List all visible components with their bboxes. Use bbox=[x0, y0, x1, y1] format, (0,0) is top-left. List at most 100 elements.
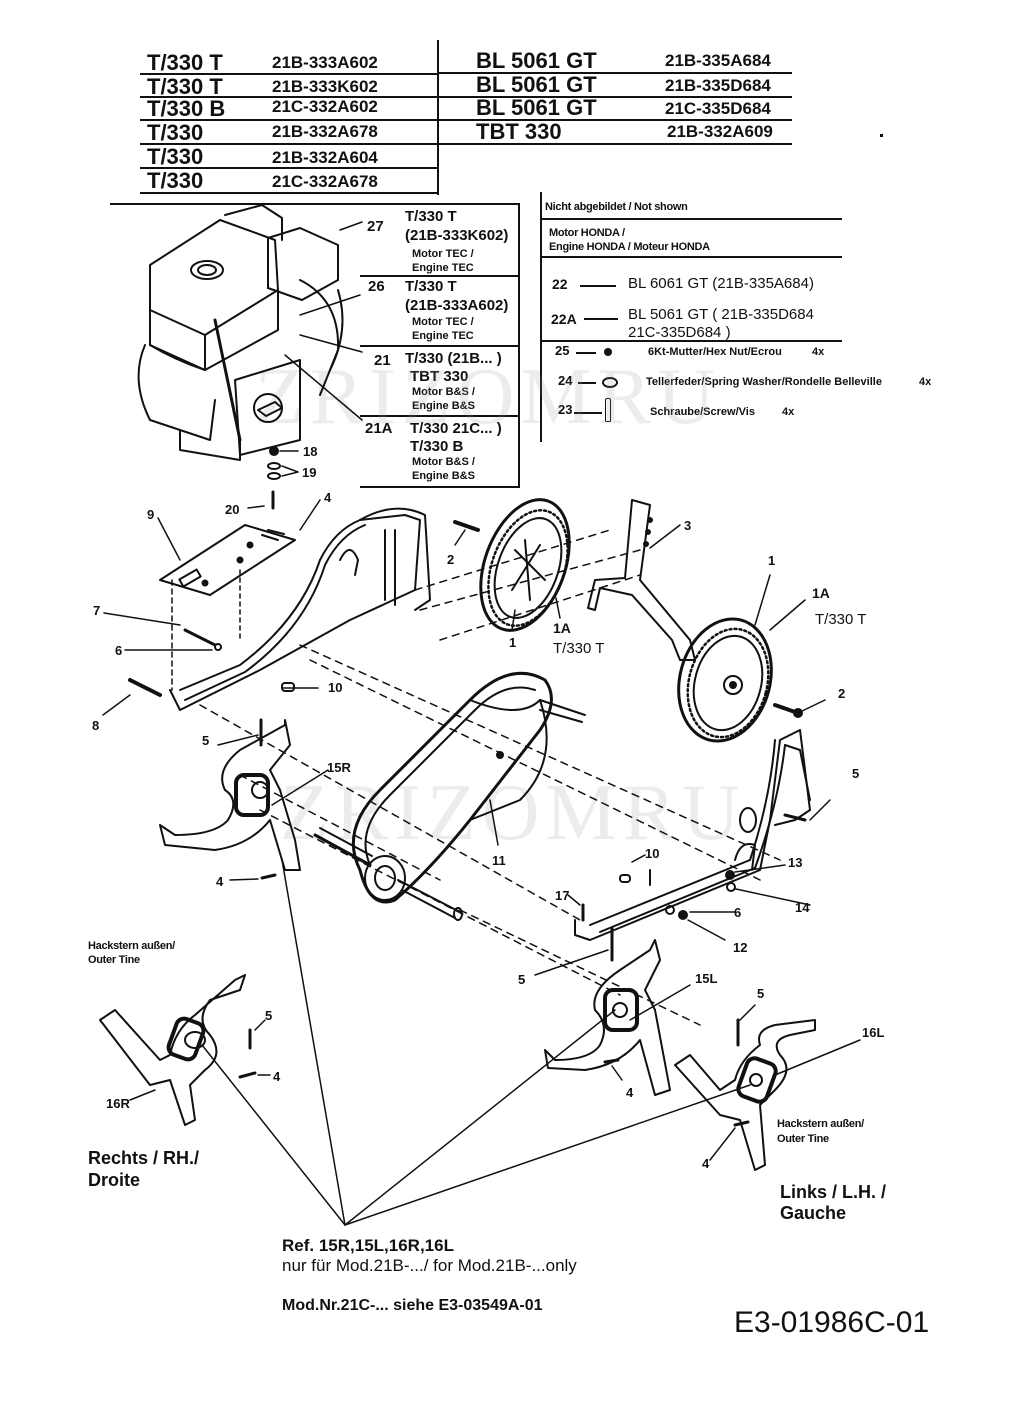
reference-note: Ref. 15R,15L,16R,16L bbox=[282, 1236, 454, 1255]
watermark: ZRIZOMRU bbox=[280, 769, 746, 857]
right-outer-tine-16r-drawing bbox=[99, 974, 271, 1126]
variant-label: T/330 T bbox=[553, 640, 605, 657]
table-rule bbox=[140, 192, 437, 194]
hardware-qty: 4x bbox=[919, 376, 932, 388]
item-ref: 22 bbox=[552, 276, 568, 292]
document-number: E3-01986C-01 bbox=[734, 1306, 930, 1339]
table-rule bbox=[437, 143, 792, 145]
not-shown-rule bbox=[540, 218, 842, 220]
callout-15l: 15L bbox=[695, 971, 718, 986]
alignment-lines bbox=[199, 529, 781, 1026]
model-code: 21B-335A684 bbox=[665, 51, 771, 70]
engine-table-rule bbox=[360, 345, 520, 347]
engine-model-code: T/330 B bbox=[410, 438, 464, 455]
model-name: T/330 bbox=[147, 120, 204, 145]
honda-engine-label: Engine HONDA / Moteur HONDA bbox=[549, 241, 710, 253]
engine-type: Engine B&S bbox=[412, 400, 475, 412]
engine-ref: 21A bbox=[365, 420, 393, 437]
callout-10: 10 bbox=[328, 680, 343, 695]
callout-8: 8 bbox=[92, 718, 100, 733]
leader-line bbox=[574, 412, 602, 414]
callout-5: 5 bbox=[757, 986, 765, 1001]
engine-model: T/330 (21B... ) bbox=[405, 350, 502, 367]
engine-model: T/330 T bbox=[405, 278, 457, 295]
callout-10: 10 bbox=[645, 846, 660, 861]
callout-4: 4 bbox=[626, 1085, 634, 1100]
engine-hardware bbox=[247, 446, 299, 510]
engine-ref: 26 bbox=[368, 278, 385, 295]
item-text: BL 6061 GT (21B-335A684) bbox=[628, 275, 814, 292]
outer-tine-label: Outer Tine bbox=[777, 1133, 829, 1145]
engine-model-code: (21B-333K602) bbox=[405, 227, 509, 244]
outer-tine-label: Outer Tine bbox=[88, 954, 140, 966]
callout-1: 1 bbox=[768, 553, 776, 568]
callout-13: 13 bbox=[788, 855, 803, 870]
engine-type: Motor B&S / bbox=[412, 456, 475, 468]
engine-model: T/330 T bbox=[405, 208, 457, 225]
engine-table-rule bbox=[110, 203, 520, 205]
leader-line bbox=[584, 318, 618, 320]
hardware-qty: 4x bbox=[812, 346, 825, 358]
variant-label: T/330 T bbox=[815, 611, 867, 628]
leader-line bbox=[578, 382, 596, 384]
callout-17: 17 bbox=[555, 888, 570, 903]
left-outer-tine-16l-drawing bbox=[674, 1004, 861, 1171]
table-rule bbox=[437, 119, 792, 121]
right-tine-15r-drawing bbox=[159, 718, 329, 881]
outer-tine-label: Hackstern außen/ bbox=[777, 1118, 864, 1130]
callout-14: 14 bbox=[795, 900, 810, 915]
spring-washer-icon bbox=[602, 377, 618, 388]
reference-leader-lines bbox=[201, 859, 751, 1226]
engine-ref: 21 bbox=[374, 352, 391, 369]
callout-9: 9 bbox=[147, 507, 155, 522]
callout-16r: 16R bbox=[106, 1096, 130, 1111]
callout-5: 5 bbox=[518, 972, 526, 987]
item-ref: 22A bbox=[551, 311, 577, 327]
item-ref: 24 bbox=[558, 373, 573, 388]
screw-icon bbox=[605, 398, 611, 422]
model-name: T/330 bbox=[147, 168, 204, 193]
callout-11: 11 bbox=[492, 853, 506, 868]
hardware-qty: 4x bbox=[782, 406, 795, 418]
engine-type: Engine TEC bbox=[412, 262, 474, 274]
leader-line bbox=[576, 352, 596, 354]
callout-6: 6 bbox=[734, 905, 742, 920]
callout-18: 18 bbox=[303, 444, 318, 459]
model-name: T/330 bbox=[147, 144, 204, 169]
callout-4: 4 bbox=[216, 874, 224, 889]
model-name: TBT 330 bbox=[476, 119, 562, 144]
item-ref: 23 bbox=[558, 402, 573, 417]
engine-type: Motor TEC / bbox=[412, 316, 474, 328]
right-hand-label: Rechts / RH./ bbox=[88, 1148, 200, 1168]
callout-19: 19 bbox=[302, 465, 317, 480]
engine-type: Engine TEC bbox=[412, 330, 474, 342]
not-shown-rule bbox=[540, 256, 842, 258]
not-shown-rule bbox=[540, 340, 842, 342]
table-rule bbox=[437, 72, 792, 74]
model-name: BL 5061 GT bbox=[476, 48, 597, 73]
left-hand-label: Links / L.H. / bbox=[780, 1182, 887, 1202]
right-frame-drawing bbox=[567, 729, 831, 941]
item-text: BL 5061 GT ( 21B-335D684 bbox=[628, 306, 814, 323]
right-wheel-drawing bbox=[677, 574, 826, 743]
model-code: 21B-332A604 bbox=[272, 148, 378, 167]
table-rule bbox=[140, 167, 437, 169]
callout-4: 4 bbox=[324, 490, 332, 505]
callout-5: 5 bbox=[202, 733, 210, 748]
engine-table-rule bbox=[360, 486, 520, 488]
callout-5: 5 bbox=[265, 1008, 273, 1023]
wheel-bracket-drawing bbox=[587, 499, 696, 661]
engine-ref: 27 bbox=[367, 218, 384, 235]
left-tine-15l-drawing bbox=[534, 926, 691, 1096]
engine-type: Engine B&S bbox=[412, 470, 475, 482]
engine-table-rule bbox=[360, 275, 520, 277]
model-table: T/330 T 21B-333A602 T/330 T 21B-333K602 … bbox=[130, 40, 810, 200]
callout-20: 20 bbox=[225, 502, 240, 517]
callout-1: 1 bbox=[509, 635, 517, 650]
item-ref: 25 bbox=[555, 343, 570, 358]
model-name: T/330 B bbox=[147, 96, 226, 121]
leader-line bbox=[580, 285, 616, 287]
callout-2: 2 bbox=[838, 686, 846, 701]
table-rule bbox=[140, 73, 437, 75]
model-code: 21C-332A602 bbox=[272, 97, 378, 116]
